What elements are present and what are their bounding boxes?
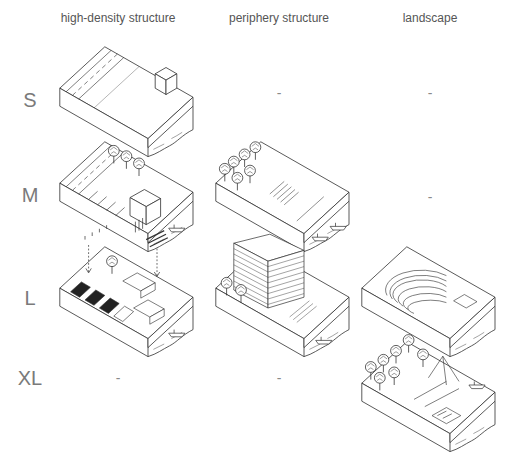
row-label: L	[24, 287, 35, 310]
row-label: XL	[18, 367, 42, 390]
site-block	[362, 335, 495, 452]
row-label: S	[23, 89, 36, 112]
site-block	[216, 142, 349, 252]
column-heading: landscape	[403, 11, 458, 25]
row-label: M	[22, 184, 39, 207]
empty-marker: -	[116, 370, 121, 386]
column-heading: high-density structure	[61, 11, 176, 25]
empty-marker: -	[428, 85, 433, 101]
empty-marker: -	[277, 85, 282, 101]
site-block	[60, 47, 193, 157]
empty-marker: -	[277, 370, 282, 386]
column-heading: periphery structure	[229, 11, 329, 25]
empty-marker: -	[428, 189, 433, 205]
site-block	[216, 234, 349, 356]
site-block	[60, 142, 193, 252]
site-block	[362, 247, 495, 357]
site-block	[60, 218, 193, 357]
